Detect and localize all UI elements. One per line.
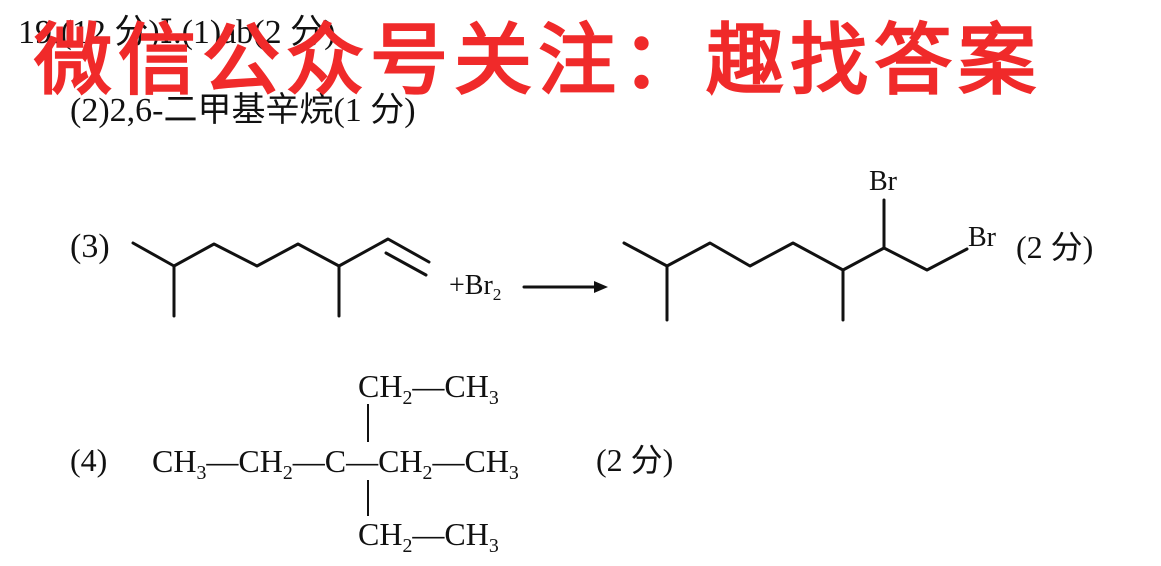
chain-ch2: —CH: [346, 443, 423, 479]
sub: 2: [282, 461, 293, 484]
vertical-bond-bottom: [367, 480, 369, 516]
bond: —: [412, 516, 445, 552]
main-chain: CH3—CH2—C—CH2—CH3: [152, 445, 519, 484]
part2-answer: (2)2,6-二甲基辛烷(1 分): [70, 92, 416, 129]
question-header: 19.(12 分)Ⅰ.(1)ab(2 分): [18, 14, 336, 51]
part3-score: (2 分): [1016, 229, 1094, 265]
sub: 2: [402, 386, 413, 409]
reactant-chain: [131, 237, 431, 268]
chain-ch2: —CH: [206, 443, 283, 479]
reagent-text: +Br: [449, 270, 493, 301]
double-bond: [384, 251, 428, 277]
sub: 3: [508, 461, 519, 484]
reagent-subscript: 2: [492, 285, 502, 305]
bottom-ch2: CH: [358, 516, 403, 552]
reagent-br2: +Br2: [449, 270, 502, 305]
sub: 3: [196, 461, 207, 484]
watermark-text: 微信公众号关注：趣找答案: [34, 16, 1043, 106]
top-ch2: CH: [358, 368, 403, 404]
part4-score: (2 分): [596, 442, 674, 478]
sub: 2: [422, 461, 433, 484]
sub: 3: [488, 534, 499, 557]
bottom-branch: CH2—CH3: [358, 518, 499, 557]
product-br-top: Br: [869, 166, 897, 197]
bottom-ch3: CH: [444, 516, 489, 552]
chain-c: —C: [292, 443, 347, 479]
sub: 3: [488, 386, 499, 409]
product-chain: [622, 241, 969, 272]
vertical-bond-top: [367, 404, 369, 442]
bond: —: [412, 368, 445, 404]
part3-label: (3): [70, 228, 110, 265]
top-branch: CH2—CH3: [358, 370, 499, 409]
product-br-right: Br: [968, 222, 996, 253]
chain-ch3: CH: [152, 443, 197, 479]
top-ch3: CH: [444, 368, 489, 404]
sub: 2: [402, 534, 413, 557]
chain-ch3: —CH: [432, 443, 509, 479]
part4-label: (4): [70, 442, 108, 478]
